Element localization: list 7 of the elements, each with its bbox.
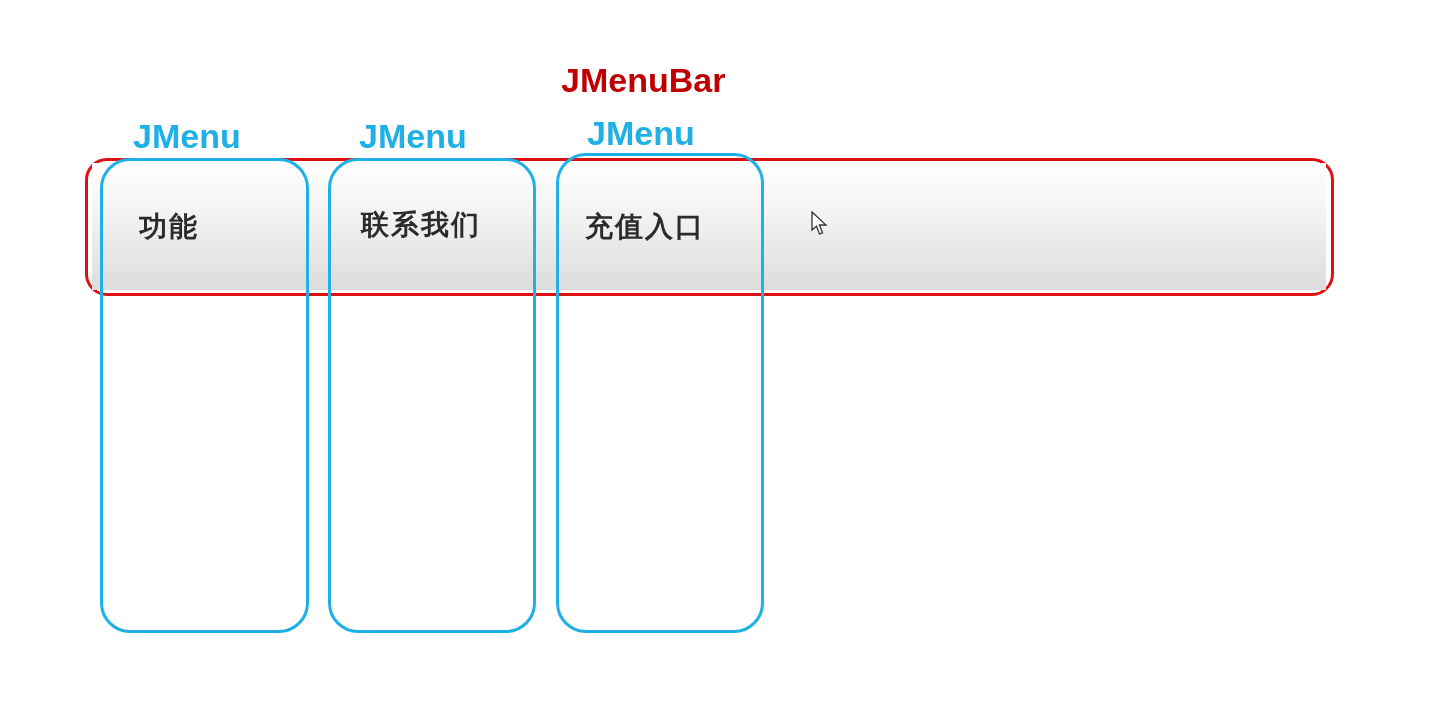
- menu-title: 联系我们: [361, 209, 481, 241]
- menu-title: 充值入口: [585, 211, 705, 243]
- component-label: JMenu: [133, 117, 241, 155]
- menu-title: 功能: [139, 211, 199, 243]
- component-label: JMenu: [359, 117, 467, 155]
- component-label: JMenuBar: [561, 61, 726, 99]
- component-label: JMenu: [587, 114, 695, 152]
